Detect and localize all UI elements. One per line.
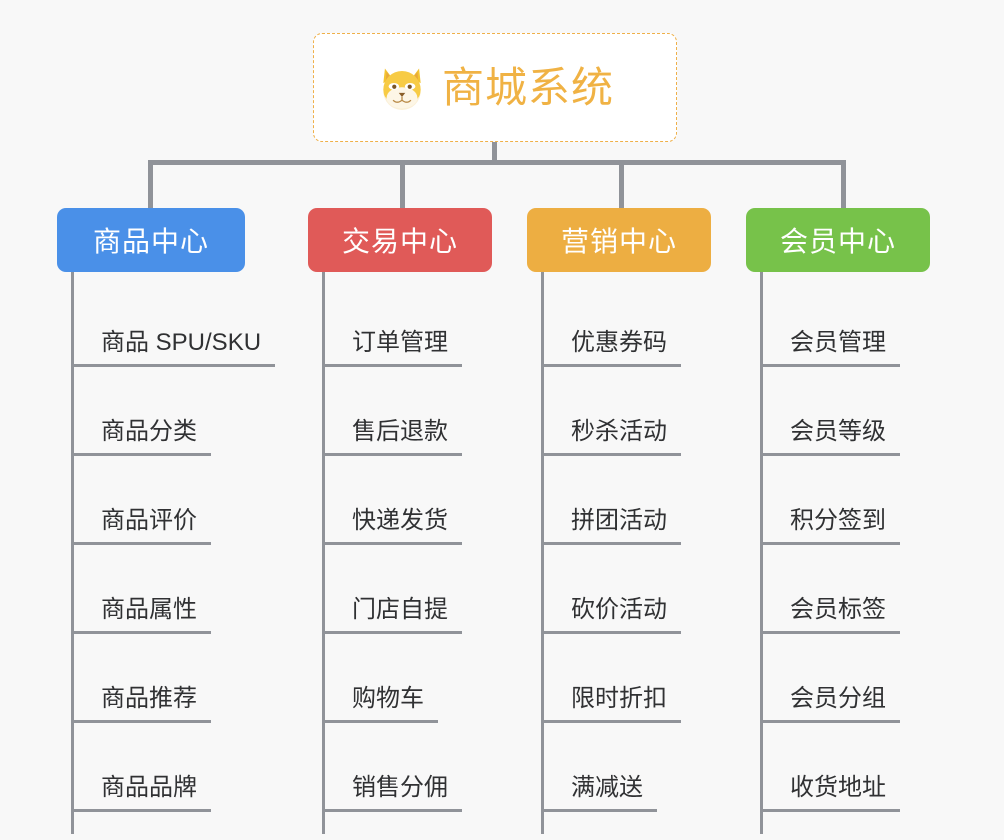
branch-header-label: 交易中心 — [341, 226, 458, 257]
list-item[interactable]: 商品 SPU/SKU — [57, 278, 276, 367]
list-item[interactable]: 商品品牌 — [57, 723, 245, 812]
connector-drop-2 — [400, 160, 405, 210]
leaf-label: 收货地址 — [790, 774, 886, 801]
leaf-label: 积分签到 — [790, 507, 886, 534]
branch-header-label: 营销中心 — [560, 226, 677, 257]
branch-header-1[interactable]: 商品中心 — [57, 208, 245, 272]
leaf-label: 会员分组 — [790, 685, 886, 712]
connector-horizontal-bus — [148, 160, 846, 165]
leaf-label: 购物车 — [352, 685, 424, 712]
leaf-label: 会员管理 — [790, 329, 886, 356]
branch-body-3: 优惠券码 秒杀活动 拼团活动 砍价活动 限时折扣 满减送 — [527, 272, 711, 834]
branch-header-2[interactable]: 交易中心 — [308, 208, 492, 272]
leaf-label: 会员标签 — [790, 596, 886, 623]
leaf-label: 会员等级 — [790, 418, 886, 445]
connector-drop-1 — [148, 160, 153, 210]
list-item[interactable]: 商品属性 — [57, 545, 245, 634]
leaf-label: 限时折扣 — [571, 685, 667, 712]
branch-column-1: 商品中心 商品 SPU/SKU 商品分类 商品评价 商品属性 商品推荐 商品品牌 — [57, 208, 276, 834]
leaf-label: 商品评价 — [101, 507, 197, 534]
root-node[interactable]: 商城系统 — [313, 33, 677, 142]
list-item[interactable]: 积分签到 — [746, 456, 930, 545]
leaf-label: 订单管理 — [352, 329, 448, 356]
leaf-label: 售后退款 — [352, 418, 448, 445]
list-item[interactable]: 购物车 — [308, 634, 492, 723]
branch-header-4[interactable]: 会员中心 — [746, 208, 930, 272]
list-item[interactable]: 砍价活动 — [527, 545, 711, 634]
branch-trunk-1 — [71, 272, 74, 834]
leaf-label: 商品推荐 — [101, 685, 197, 712]
branch-body-1: 商品 SPU/SKU 商品分类 商品评价 商品属性 商品推荐 商品品牌 — [57, 272, 276, 834]
leaf-label: 优惠券码 — [571, 329, 667, 356]
branch-column-4: 会员中心 会员管理 会员等级 积分签到 会员标签 会员分组 收货地址 — [746, 208, 930, 834]
branch-trunk-2 — [322, 272, 325, 834]
list-item[interactable]: 会员分组 — [746, 634, 930, 723]
list-item[interactable]: 会员管理 — [746, 278, 930, 367]
leaf-label: 门店自提 — [352, 596, 448, 623]
list-item[interactable]: 满减送 — [527, 723, 711, 812]
list-item[interactable]: 优惠券码 — [527, 278, 711, 367]
list-item[interactable]: 售后退款 — [308, 367, 492, 456]
list-item[interactable]: 秒杀活动 — [527, 367, 711, 456]
leaf-label: 商品 SPU/SKU — [101, 329, 262, 356]
list-item[interactable]: 订单管理 — [308, 278, 492, 367]
list-item[interactable]: 商品评价 — [57, 456, 245, 545]
connector-root-stem — [492, 142, 497, 164]
branch-header-label: 商品中心 — [92, 226, 209, 257]
list-item[interactable]: 拼团活动 — [527, 456, 711, 545]
connector-drop-3 — [619, 160, 624, 210]
leaf-label: 销售分佣 — [352, 774, 448, 801]
leaf-label: 商品属性 — [101, 596, 197, 623]
branch-trunk-3 — [541, 272, 544, 834]
root-title: 商城系统 — [441, 63, 614, 111]
list-item[interactable]: 商品分类 — [57, 367, 245, 456]
branch-body-2: 订单管理 售后退款 快递发货 门店自提 购物车 销售分佣 — [308, 272, 492, 834]
list-item[interactable]: 会员等级 — [746, 367, 930, 456]
branch-header-3[interactable]: 营销中心 — [527, 208, 711, 272]
leaf-label: 秒杀活动 — [571, 418, 667, 445]
branch-trunk-4 — [760, 272, 763, 834]
list-item[interactable]: 会员标签 — [746, 545, 930, 634]
connector-drop-4 — [841, 160, 846, 210]
branch-column-3: 营销中心 优惠券码 秒杀活动 拼团活动 砍价活动 限时折扣 满减送 — [527, 208, 711, 834]
leaf-label: 商品品牌 — [101, 774, 197, 801]
branch-column-2: 交易中心 订单管理 售后退款 快递发货 门店自提 购物车 销售分佣 — [308, 208, 492, 834]
list-item[interactable]: 销售分佣 — [308, 723, 492, 812]
shiba-dog-face-icon — [383, 68, 421, 110]
list-item[interactable]: 快递发货 — [308, 456, 492, 545]
list-item[interactable]: 收货地址 — [746, 723, 930, 812]
list-item[interactable]: 门店自提 — [308, 545, 492, 634]
leaf-label: 满减送 — [571, 774, 643, 801]
leaf-label: 快递发货 — [352, 507, 448, 534]
branch-header-label: 会员中心 — [779, 226, 896, 257]
branch-body-4: 会员管理 会员等级 积分签到 会员标签 会员分组 收货地址 — [746, 272, 930, 834]
list-item[interactable]: 商品推荐 — [57, 634, 245, 723]
leaf-label: 砍价活动 — [571, 596, 667, 623]
list-item[interactable]: 限时折扣 — [527, 634, 711, 723]
leaf-label: 拼团活动 — [571, 507, 667, 534]
leaf-label: 商品分类 — [101, 418, 197, 445]
